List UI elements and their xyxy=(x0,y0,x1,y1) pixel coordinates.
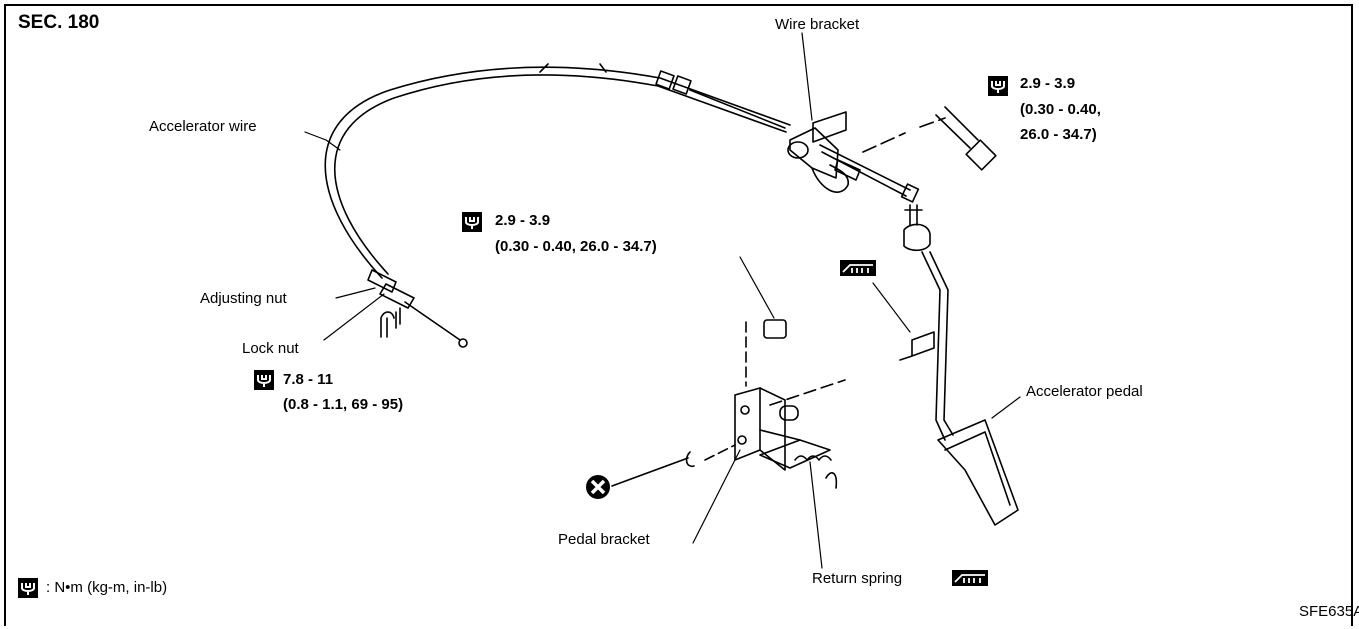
label-adjusting-nut: Adjusting nut xyxy=(200,290,287,307)
diagram-frame xyxy=(4,4,1353,626)
torque-wrench-icon xyxy=(18,578,38,598)
middle-bolt xyxy=(745,319,787,387)
torque-spec-3-line2: (0.8 - 1.1, 69 - 95) xyxy=(283,396,404,413)
torque-wrench-icon xyxy=(254,370,274,390)
return-spring-shape xyxy=(759,439,838,489)
torque-wrench-icon xyxy=(988,76,1008,96)
torque-spec-1-line1: 2.9 - 3.9 xyxy=(1020,75,1076,92)
torque-spec-2-line1: 2.9 - 3.9 xyxy=(495,212,551,229)
torque-spec-3-line1: 7.8 - 11 xyxy=(283,371,334,388)
label-pedal-bracket: Pedal bracket xyxy=(558,531,650,548)
torque-spec-2-line2: (0.30 - 0.40, 26.0 - 34.7) xyxy=(495,238,657,255)
accelerator-pedal-shape xyxy=(903,204,1019,526)
label-wire-bracket: Wire bracket xyxy=(775,16,860,33)
label-accelerator-pedal: Accelerator pedal xyxy=(1026,383,1143,400)
grease-icon xyxy=(952,570,988,586)
label-lock-nut: Lock nut xyxy=(242,340,299,357)
grease-icon xyxy=(840,260,876,276)
torque-wrench-icon xyxy=(462,212,482,232)
leader-lines xyxy=(304,32,1021,569)
torque-spec-1-line2: (0.30 - 0.40, xyxy=(1020,101,1101,118)
label-accelerator-wire: Accelerator wire xyxy=(149,118,257,135)
snap-ring xyxy=(611,444,736,487)
figure-code: SFE635A xyxy=(1299,603,1359,620)
upper-bolt xyxy=(935,106,997,171)
torque-spec-1-line3: 26.0 - 34.7) xyxy=(1020,126,1097,143)
wire-cable-end xyxy=(655,70,786,129)
label-return-spring: Return spring xyxy=(812,570,903,587)
wire-bracket-shape xyxy=(787,111,946,203)
legend-text: : N•m (kg-m, in-lb) xyxy=(46,579,168,596)
adjusting-nuts xyxy=(367,269,468,348)
accelerator-wire xyxy=(324,63,791,279)
section-number: SEC. 180 xyxy=(18,12,100,33)
non-reusable-part-icon xyxy=(586,475,610,499)
